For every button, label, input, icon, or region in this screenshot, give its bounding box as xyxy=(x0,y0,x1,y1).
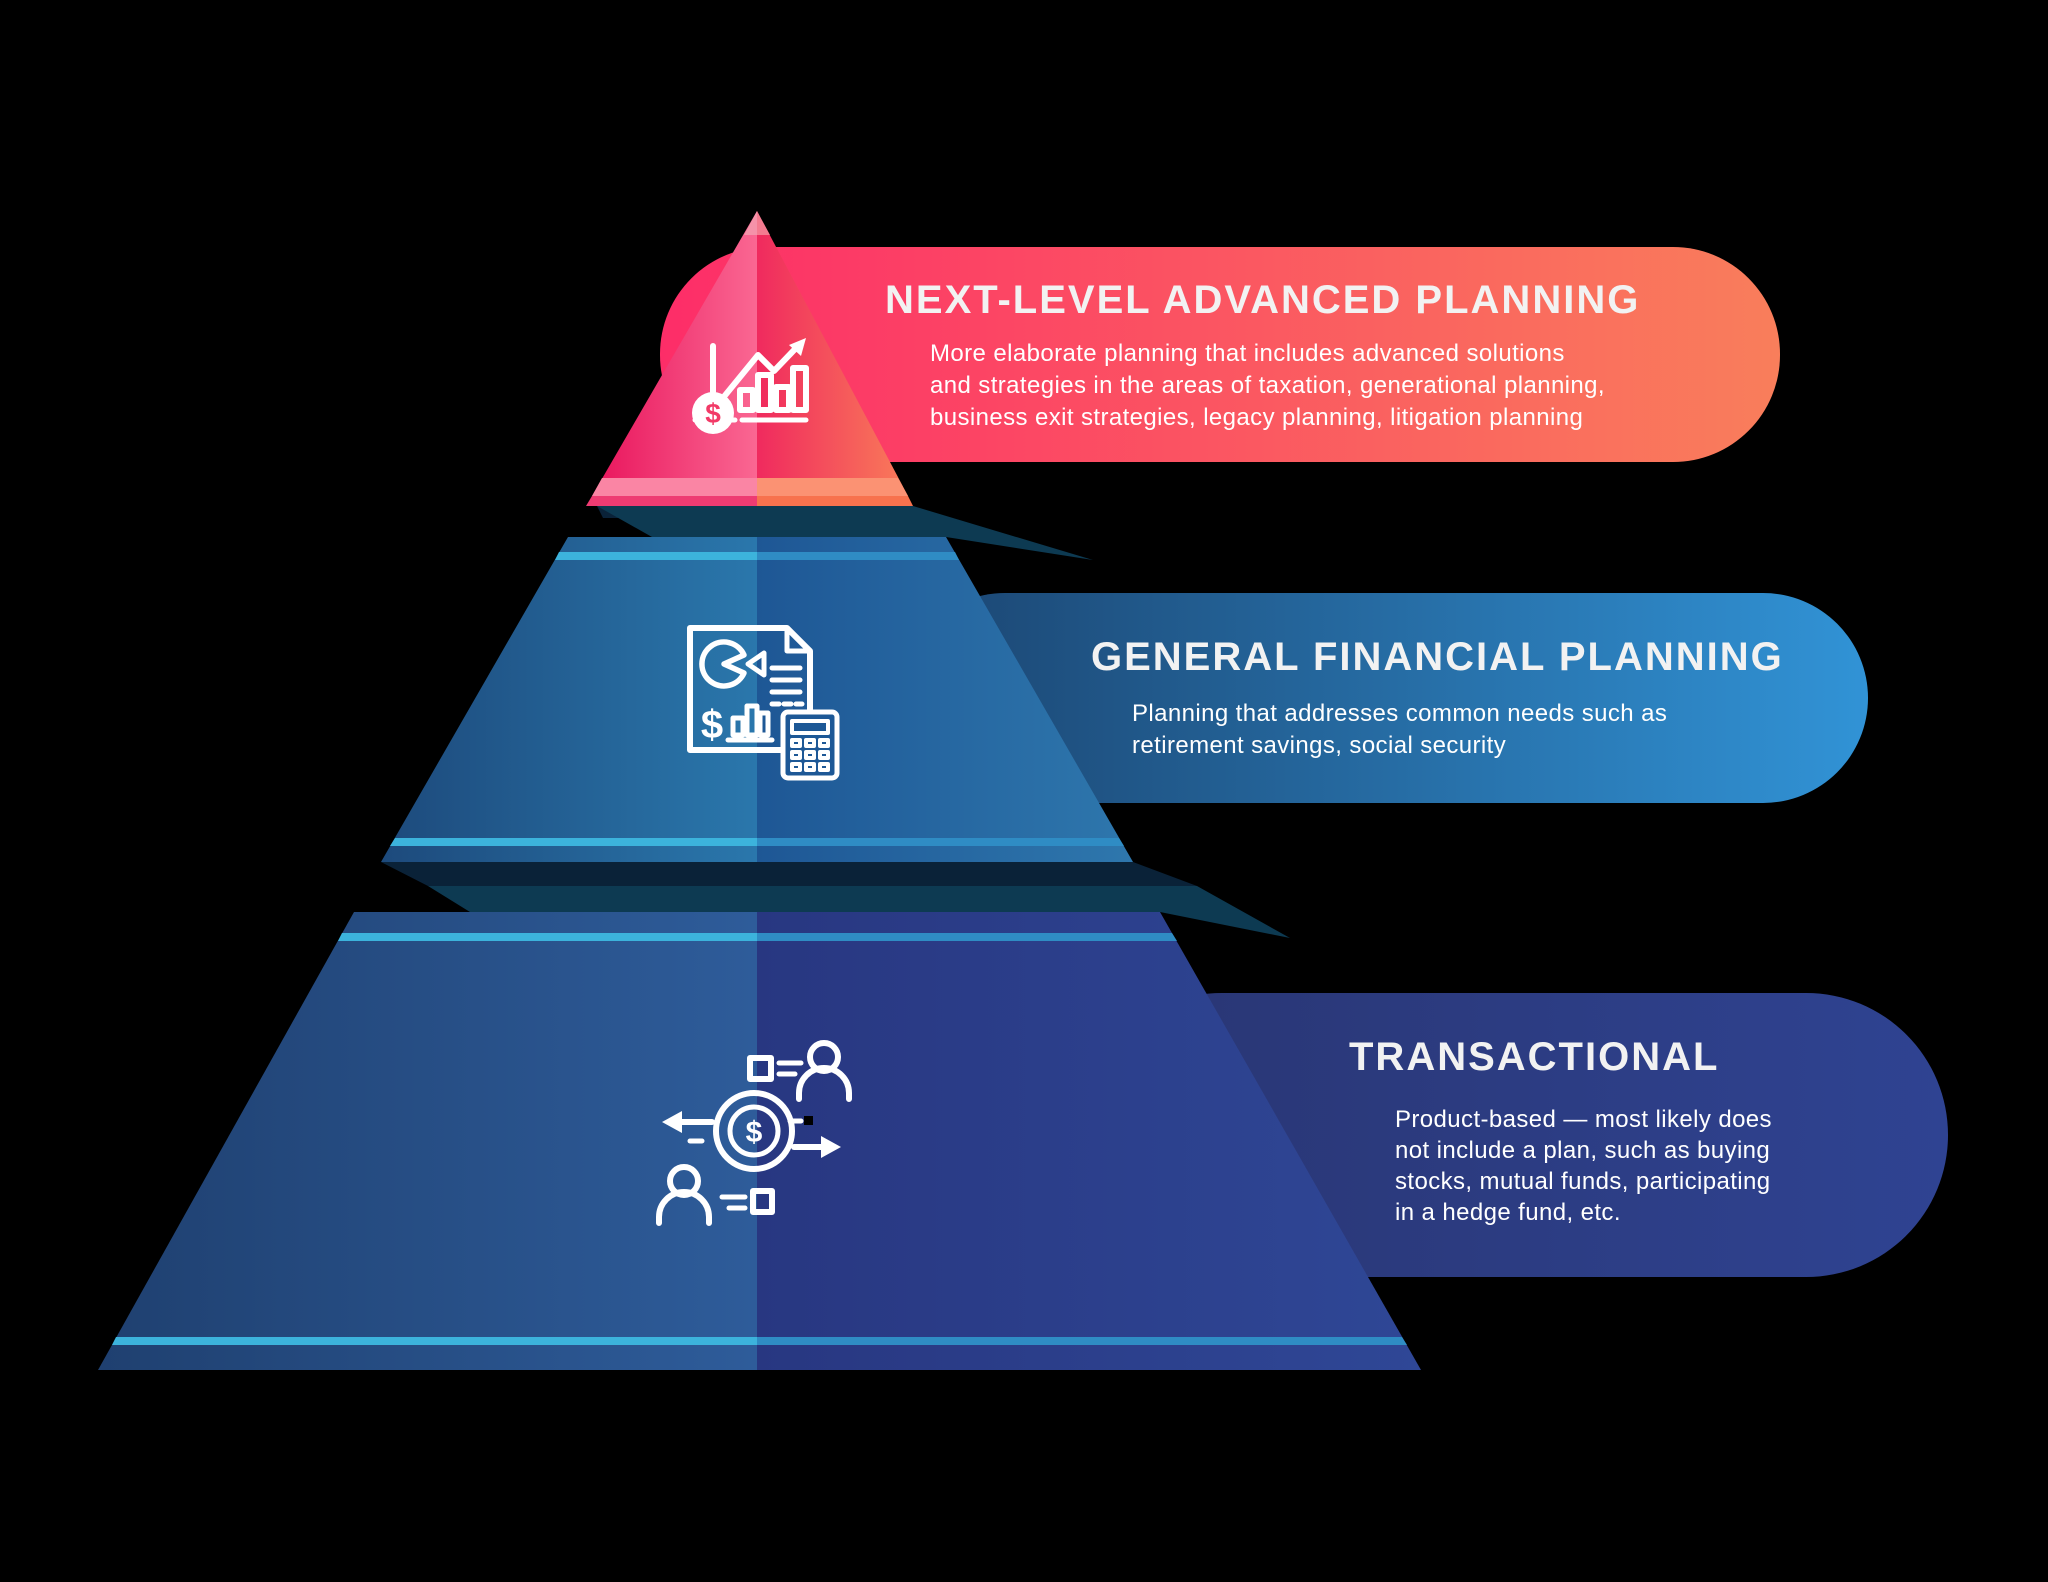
icon-bar-3 xyxy=(773,384,792,413)
icon-calc-key-4 xyxy=(790,750,802,760)
icon-trend-arrow-line xyxy=(715,344,800,407)
level-title-middle: GENERAL FINANCIAL PLANNING xyxy=(1091,635,1784,679)
level-desc-bottom-line3: stocks, mutual funds, participating xyxy=(1395,1168,1771,1195)
level-desc-bottom-line2: not include a plan, such as buying xyxy=(1395,1137,1770,1164)
transfer-dollar-glyph: $ xyxy=(746,1116,763,1149)
icon-mini-bar-1 xyxy=(730,715,746,738)
icon-square-top xyxy=(747,1055,774,1082)
report-dollar-glyph: $ xyxy=(701,703,723,747)
pyramid-level-general-financial-planning xyxy=(381,537,1133,862)
icon-calc-key-7 xyxy=(790,762,802,772)
financial-report-calculator-icon xyxy=(687,625,840,781)
icon-calc-key-5 xyxy=(804,750,816,760)
banner-general-financial-planning: GENERAL FINANCIAL PLANNING Planning that… xyxy=(900,593,1868,803)
money-transfer-people-icon xyxy=(656,1040,852,1226)
icon-transfer-inner-circle xyxy=(727,1104,781,1158)
level-desc-top-line3: business exit strategies, legacy plannin… xyxy=(930,404,1583,431)
level-title-bottom: TRANSACTIONAL xyxy=(1349,1035,1719,1079)
icon-pie-wedge xyxy=(745,650,767,678)
middle-underside-shadow-dark xyxy=(381,862,1197,886)
level-desc-top-line2: and strategies in the areas of taxation,… xyxy=(930,372,1605,399)
icon-calculator-screen xyxy=(790,719,830,735)
icon-trend-arrowhead xyxy=(789,338,806,356)
bottom-top-stripe-right xyxy=(757,933,1177,941)
icon-bar-2 xyxy=(755,372,774,413)
level-desc-middle-line2: retirement savings, social security xyxy=(1132,732,1506,759)
icon-calc-key-8 xyxy=(804,762,816,772)
top-triangle-left-face xyxy=(592,211,757,496)
icon-square-bottom xyxy=(750,1188,775,1215)
top-triangle-tip-cap-left xyxy=(744,211,757,235)
icon-document-fold xyxy=(784,625,813,654)
top-triangle-base-lip-right2 xyxy=(757,496,913,506)
icon-document-outline xyxy=(687,625,813,753)
icon-calc-key-2 xyxy=(804,738,816,748)
middle-base-stripe-right xyxy=(757,838,1124,846)
top-triangle-tip-cap-right xyxy=(757,211,770,235)
icon-bar-4 xyxy=(790,365,809,413)
icon-calc-key-1 xyxy=(790,738,802,748)
middle-top-stripe-right xyxy=(757,552,959,560)
pyramid-level-transactional xyxy=(98,912,1421,1370)
icon-detail-square xyxy=(804,1116,813,1125)
bottom-top-stripe-left xyxy=(338,933,757,941)
top-underside-shadow-teal xyxy=(597,506,1093,560)
level-desc-bottom-line1: Product-based — most likely does xyxy=(1395,1106,1772,1133)
banner-top-shape xyxy=(660,247,1780,462)
icon-mini-bar-3 xyxy=(757,710,771,738)
top-triangle-base-stripe-right xyxy=(757,478,908,496)
icon-transfer-outer-circle xyxy=(713,1090,795,1172)
bottom-base-stripe-right xyxy=(757,1337,1407,1345)
icon-person-bottom-body xyxy=(656,1189,712,1226)
icon-calc-key-6 xyxy=(818,750,830,760)
icon-left-arrowhead xyxy=(662,1111,682,1133)
icon-bar-1 xyxy=(737,387,756,413)
icon-person-top-body xyxy=(796,1065,852,1102)
level-desc-top-line1: More elaborate planning that includes ad… xyxy=(930,340,1565,367)
top-triangle-right-face xyxy=(757,211,908,496)
icon-mini-bar-2 xyxy=(744,703,760,738)
bottom-trapezoid-left-face xyxy=(98,912,757,1370)
top-triangle-base-lip-left xyxy=(586,496,757,506)
icon-calc-key-9 xyxy=(818,762,830,772)
bottom-base-stripe-left xyxy=(112,1337,757,1345)
banner-middle-shape xyxy=(900,593,1868,803)
level-title-top: NEXT-LEVEL ADVANCED PLANNING xyxy=(885,278,1640,322)
icon-calc-key-3 xyxy=(818,738,830,748)
middle-top-stripe-left xyxy=(555,552,757,560)
top-triangle-base-stripe-left xyxy=(592,478,757,496)
bottom-trapezoid-right-face xyxy=(757,912,1421,1370)
middle-trapezoid-right-face xyxy=(757,537,1133,862)
banner-next-level-advanced-planning: NEXT-LEVEL ADVANCED PLANNING More elabor… xyxy=(660,247,1780,462)
level-desc-bottom-line4: in a hedge fund, etc. xyxy=(1395,1199,1621,1226)
middle-trapezoid-left-face xyxy=(381,537,757,862)
coin-growth-chart-icon xyxy=(692,338,809,434)
middle-base-stripe-left xyxy=(390,838,757,846)
middle-underside-shadow-teal xyxy=(428,886,1290,938)
coin-dollar-glyph: $ xyxy=(705,398,721,429)
level-desc-middle-line1: Planning that addresses common needs suc… xyxy=(1132,700,1667,727)
icon-right-arrowhead xyxy=(821,1136,841,1158)
icon-coin-circle xyxy=(692,392,734,434)
icon-pie-chart xyxy=(699,639,747,689)
